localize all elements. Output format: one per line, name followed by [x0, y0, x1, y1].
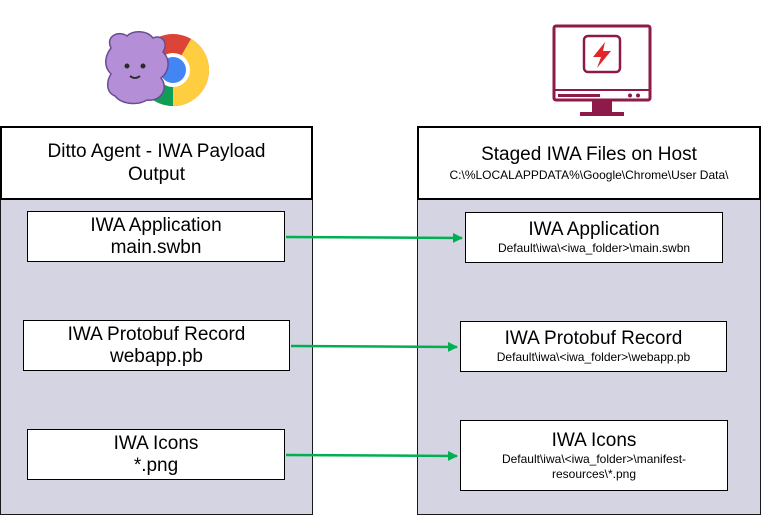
left-item-file: webapp.pb	[110, 345, 203, 367]
left-item-application: IWA Application main.swbn	[27, 211, 285, 262]
right-item-title: IWA Icons	[551, 429, 637, 451]
left-panel-title: Ditto Agent - IWA Payload Output	[47, 141, 266, 185]
right-item-path: Default\iwa\<iwa_folder>\manifest-resour…	[501, 451, 687, 481]
left-item-title: IWA Application	[90, 214, 222, 236]
arrow-application	[285, 232, 463, 243]
right-item-application: IWA Application Default\iwa\<iwa_folder>…	[465, 212, 723, 263]
left-item-file: main.swbn	[110, 236, 202, 258]
arrow-icons	[285, 450, 458, 461]
left-item-file: *.png	[133, 454, 179, 476]
ditto-chrome-logo	[105, 31, 209, 107]
left-item-protobuf: IWA Protobuf Record webapp.pb	[23, 320, 290, 371]
arrow-protobuf	[290, 341, 458, 352]
right-panel-title-box: Staged IWA Files on Host C:\%LOCALAPPDAT…	[417, 126, 761, 200]
right-item-title: IWA Protobuf Record	[504, 328, 683, 349]
right-item-icons: IWA Icons Default\iwa\<iwa_folder>\manif…	[460, 420, 728, 491]
computer-monitor-alert-icon	[552, 24, 652, 116]
right-item-path: Default\iwa\<iwa_folder>\webapp.pb	[496, 350, 691, 364]
right-item-protobuf: IWA Protobuf Record Default\iwa\<iwa_fol…	[460, 321, 727, 372]
left-item-icons: IWA Icons *.png	[27, 429, 285, 480]
right-panel-title: Staged IWA Files on Host	[481, 144, 697, 165]
right-panel-subtitle: C:\%LOCALAPPDATA%\Google\Chrome\User Dat…	[449, 168, 729, 182]
left-item-title: IWA Protobuf Record	[67, 323, 246, 345]
right-item-path: Default\iwa\<iwa_folder>\main.swbn	[497, 241, 691, 255]
right-item-title: IWA Application	[528, 219, 660, 240]
left-panel-title-box: Ditto Agent - IWA Payload Output	[0, 126, 313, 200]
left-item-title: IWA Icons	[113, 432, 199, 454]
